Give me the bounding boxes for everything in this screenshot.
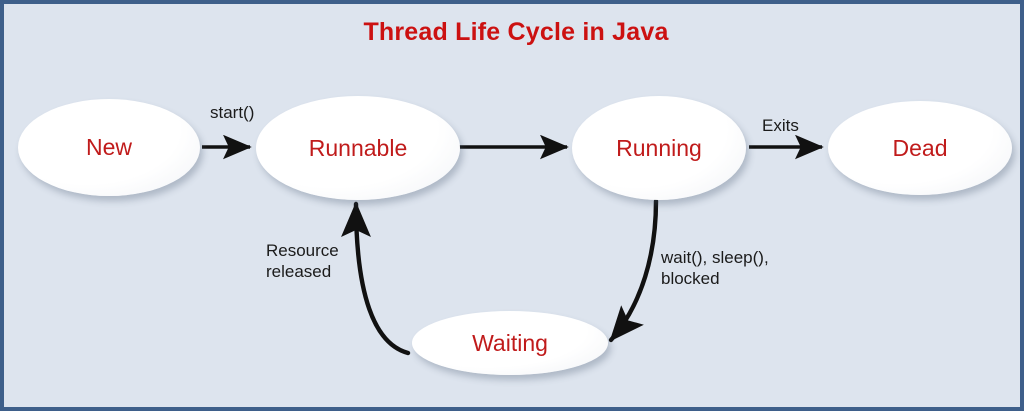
page-title: Thread Life Cycle in Java	[363, 18, 669, 46]
edge-label-start: start()	[210, 103, 255, 122]
state-node-running[interactable]: Running	[572, 96, 746, 200]
edge-label-resource-released: Resource released	[266, 241, 339, 282]
state-node-running-label: Running	[616, 134, 702, 161]
edge-label-exits: Exits	[762, 116, 799, 135]
state-node-new[interactable]: New	[18, 99, 200, 196]
state-node-waiting-label: Waiting	[472, 329, 548, 356]
state-node-dead[interactable]: Dead	[828, 101, 1012, 195]
edge-running-to-waiting	[608, 198, 659, 343]
edge-label-wait-sleep-blocked: wait(), sleep(), blocked	[661, 248, 769, 289]
state-node-runnable[interactable]: Runnable	[256, 96, 460, 200]
state-node-runnable-label: Runnable	[308, 134, 408, 161]
state-node-waiting[interactable]: Waiting	[412, 311, 608, 375]
edge-waiting-to-runnable	[341, 201, 411, 356]
state-node-new-label: New	[85, 134, 132, 160]
state-node-dead-label: Dead	[892, 134, 948, 161]
